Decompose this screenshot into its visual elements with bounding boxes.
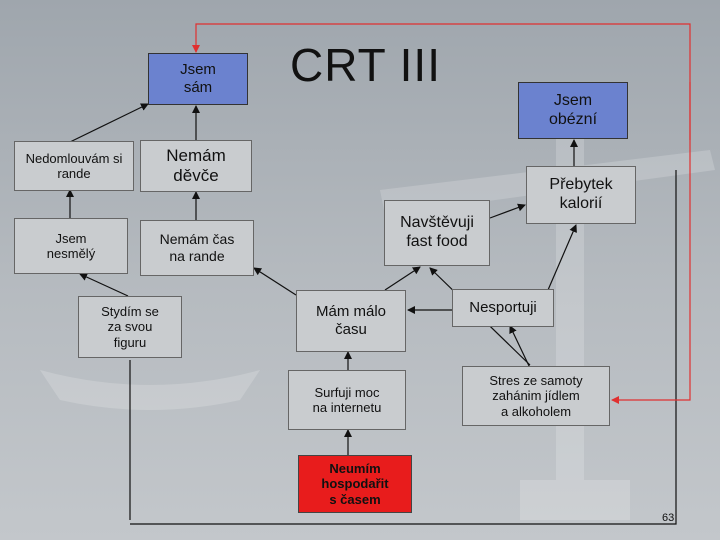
loop-obezni-to-stres [611,82,691,404]
node-neumim: Neumím hospodařit s časem [298,455,412,513]
node-nemam-devce: Nemám děvče [140,140,252,192]
node-jsem-obezni: Jsem obézní [518,82,628,139]
node-surfuji: Surfuji moc na internetu [288,370,406,430]
node-nesportuji: Nesportuji [452,289,554,327]
arrow-bottom-line [130,170,677,525]
loop-obezni-to-sam [192,23,691,82]
diagram-title: CRT III [290,39,441,91]
arrow-malo-to-nemamcas [253,267,297,296]
node-stres: Stres ze samoty zahánim jídlem a alkohol… [462,366,610,426]
arrow-fastfood-to-prebytek [489,203,526,219]
arrow-nedomlouvam-to-sam [69,103,149,143]
node-nemam-cas: Nemám čas na rande [140,220,254,276]
node-mam-malo: Mám málo času [296,290,406,352]
node-jsem-sam: Jsem sám [148,53,248,105]
arrow-malo-to-fastfood [384,266,421,291]
page-number: 63 [662,512,675,524]
node-navstevuji: Navštěvuji fast food [384,200,490,266]
node-stydim-se: Stydím se za svou figuru [78,296,182,358]
arrow-nesportuji-to-prebytek [547,224,577,291]
node-prebytek: Přebytek kalorií [526,166,636,224]
node-jsem-nesmely: Jsem nesmělý [14,218,128,274]
arrow-stydim-to-nesmely [79,273,129,297]
node-nedomlouvam: Nedomlouvám si rande [14,141,134,191]
